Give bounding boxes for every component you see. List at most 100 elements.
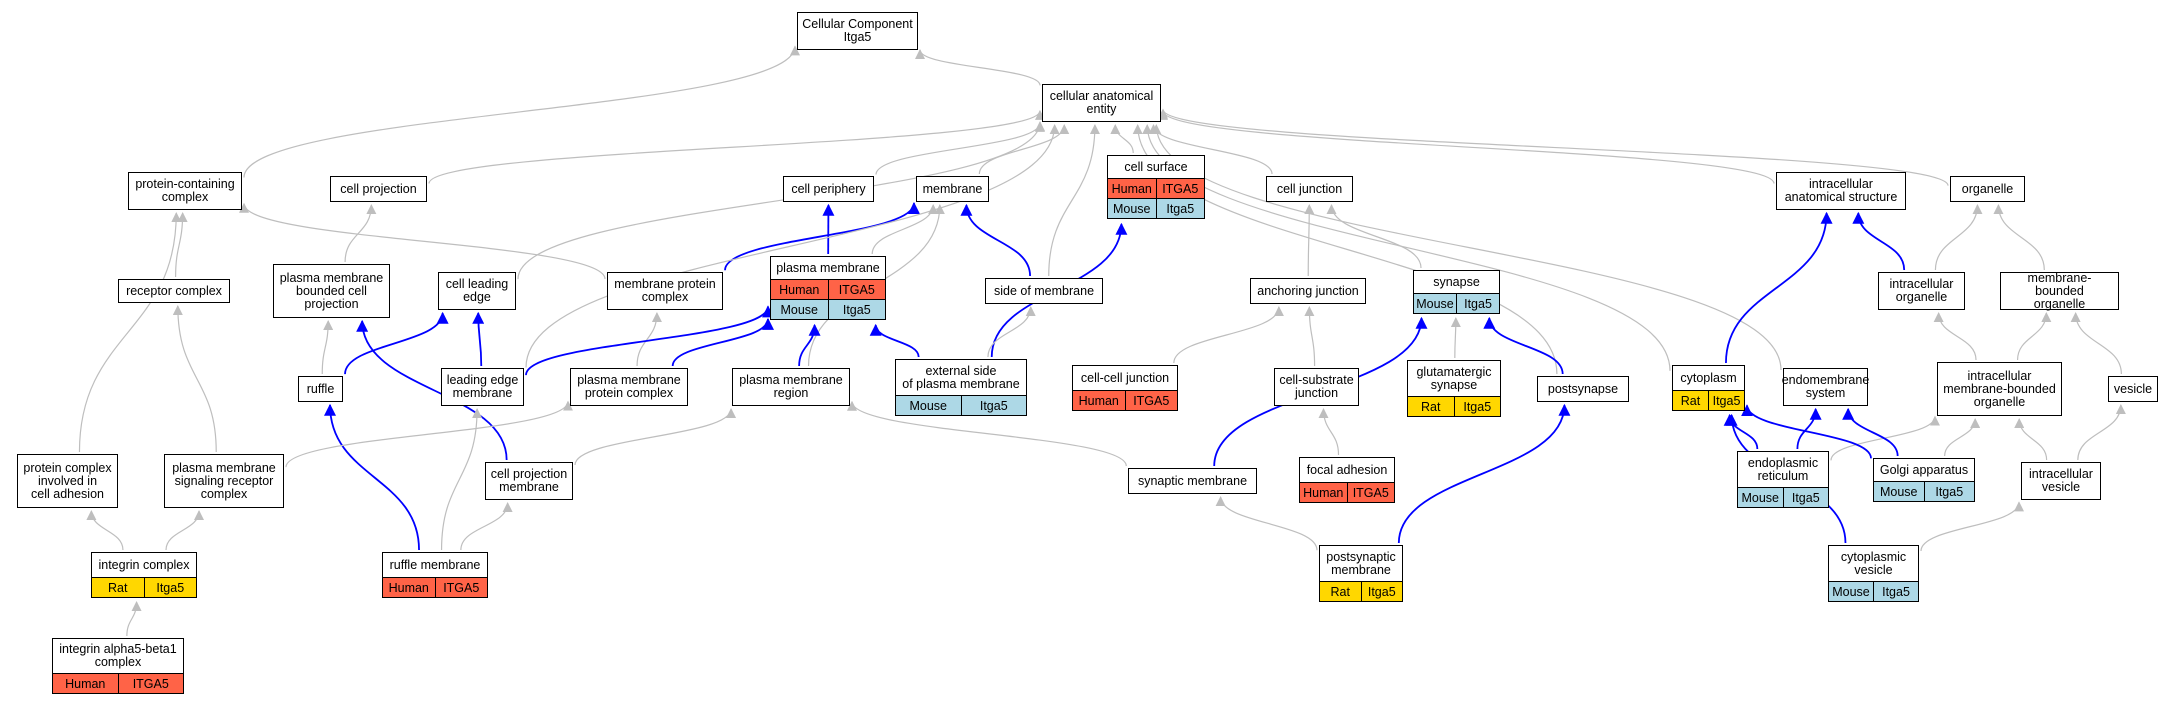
node-label: protein complex involved in cell adhesio…: [23, 460, 112, 501]
node-label: vesicle: [2113, 381, 2153, 396]
species-label: Human: [1111, 181, 1152, 196]
node-label: anchoring junction: [1257, 283, 1359, 298]
go-term-node-ivesicle[interactable]: intracellular vesicle: [2021, 462, 2101, 500]
edge-pmsrc-to-pmpc: [285, 400, 573, 468]
edge-csurf-to-cae: [1110, 124, 1134, 154]
species-label: Mouse: [909, 398, 948, 413]
go-term-node-lem[interactable]: leading edge membrane: [441, 368, 524, 406]
node-label: cell leading edge: [445, 277, 509, 304]
go-term-node-cperiph[interactable]: cell periphery: [783, 176, 874, 202]
node-label: leading edge membrane: [446, 373, 519, 400]
node-label: Golgi apparatus: [1879, 462, 1969, 477]
go-term-node-recc[interactable]: receptor complex: [118, 279, 230, 303]
go-term-node-cpm[interactable]: cell projection membrane: [485, 462, 573, 500]
edge-som-to-cae: [1048, 124, 1100, 277]
go-term-node-ruffle[interactable]: ruffle: [298, 376, 343, 402]
edge-endosys-to-cae: [1151, 124, 1782, 371]
node-label: cell-substrate junction: [1279, 373, 1354, 400]
go-term-node-cjunc[interactable]: cell junction: [1266, 176, 1353, 202]
gene-symbol: Itga5: [1782, 488, 1829, 507]
gene-symbol: ITGA5: [827, 280, 886, 299]
species-label: Mouse: [1112, 201, 1151, 216]
gene-symbol: Itga5: [827, 300, 886, 319]
edge-synapse-to-cjunc: [1326, 204, 1422, 269]
node-label: side of membrane: [993, 283, 1095, 298]
edge-synmem-to-pmr: [847, 400, 1127, 467]
gene-symbol: ITGA5: [1155, 179, 1205, 198]
go-term-node-mpc[interactable]: membrane protein complex: [607, 272, 723, 310]
edge-intc-to-pccia: [86, 510, 124, 551]
go-term-node-pmr[interactable]: plasma membrane region: [732, 368, 850, 406]
go-term-node-pccia[interactable]: protein complex involved in cell adhesio…: [17, 454, 118, 508]
go-term-node-vesicle[interactable]: vesicle: [2108, 376, 2158, 402]
edge-cle-to-cae: [517, 121, 1045, 280]
go-term-node-iorg[interactable]: intracellular organelle: [1878, 272, 1965, 310]
edge-lem-to-cle: [472, 311, 485, 367]
go-term-node-synmem[interactable]: synaptic membrane: [1128, 468, 1257, 494]
edge-imbo-to-mbo: [2016, 312, 2052, 361]
node-label: intracellular anatomical structure: [1784, 177, 1898, 204]
go-term-node-ajunc[interactable]: anchoring junction: [1250, 278, 1366, 304]
go-term-node-pmbcp[interactable]: plasma membrane bounded cell projection: [273, 264, 390, 318]
species-label: Rat: [108, 580, 128, 595]
edge-er-to-endosys: [1796, 407, 1822, 450]
node-label: postsynaptic membrane: [1326, 549, 1396, 577]
go-term-node-cae[interactable]: cellular anatomical entity: [1042, 84, 1161, 122]
node-label: ruffle: [306, 381, 335, 396]
go-term-node-pmsrc[interactable]: plasma membrane signaling receptor compl…: [164, 454, 284, 508]
species-label: Rat: [1421, 399, 1441, 414]
edge-cytves-to-ivesicle: [1920, 501, 2024, 552]
node-label: external side of plasma membrane: [902, 363, 1020, 391]
go-term-node-mbo[interactable]: membrane-bounded organelle: [2000, 271, 2119, 310]
node-label: intracellular organelle: [1889, 277, 1954, 304]
edge-a5b1-to-intc: [126, 601, 142, 637]
go-term-node-root[interactable]: Cellular Component Itga5: [797, 12, 918, 50]
species-label: Human: [779, 282, 820, 297]
edge-postsyn-to-synapse: [1483, 316, 1564, 375]
go-term-node-endosys[interactable]: endomembrane system: [1782, 368, 1869, 406]
go-term-node-ias[interactable]: intracellular anatomical structure: [1776, 172, 1906, 210]
node-label: plasma membrane bounded cell projection: [279, 270, 384, 311]
go-term-node-pmpc[interactable]: plasma membrane protein complex: [570, 368, 688, 406]
go-term-node-postsyn[interactable]: postsynapse: [1537, 376, 1629, 402]
edge-pmpc-to-pm: [671, 317, 774, 367]
go-term-node-organelle[interactable]: organelle: [1950, 176, 2025, 202]
species-label: Human: [388, 580, 429, 595]
gene-symbol: Itga5: [143, 578, 197, 597]
go-term-node-imbo[interactable]: intracellular membrane-bounded organelle: [1937, 362, 2062, 416]
go-term-node-membrane[interactable]: membrane: [916, 176, 989, 202]
edge-recc-to-pcc: [174, 212, 188, 278]
node-label: receptor complex: [126, 283, 222, 298]
species-label: Mouse: [1879, 484, 1918, 499]
species-label: Rat: [1330, 584, 1350, 599]
go-term-node-som[interactable]: side of membrane: [985, 278, 1103, 304]
go-term-node-cle[interactable]: cell leading edge: [438, 272, 516, 310]
go-term-node-pcc[interactable]: protein-containing complex: [128, 172, 242, 210]
go-term-node-csj[interactable]: cell-substrate junction: [1274, 368, 1359, 406]
edge-ias-to-cae: [1158, 109, 1775, 184]
node-label: endoplasmic reticulum: [1747, 455, 1819, 483]
edge-psm-to-postsyn: [1397, 403, 1571, 544]
node-label: plasma membrane: [776, 260, 880, 275]
go-term-node-cproj[interactable]: cell projection: [330, 176, 427, 202]
node-label: synapse: [1433, 274, 1480, 289]
